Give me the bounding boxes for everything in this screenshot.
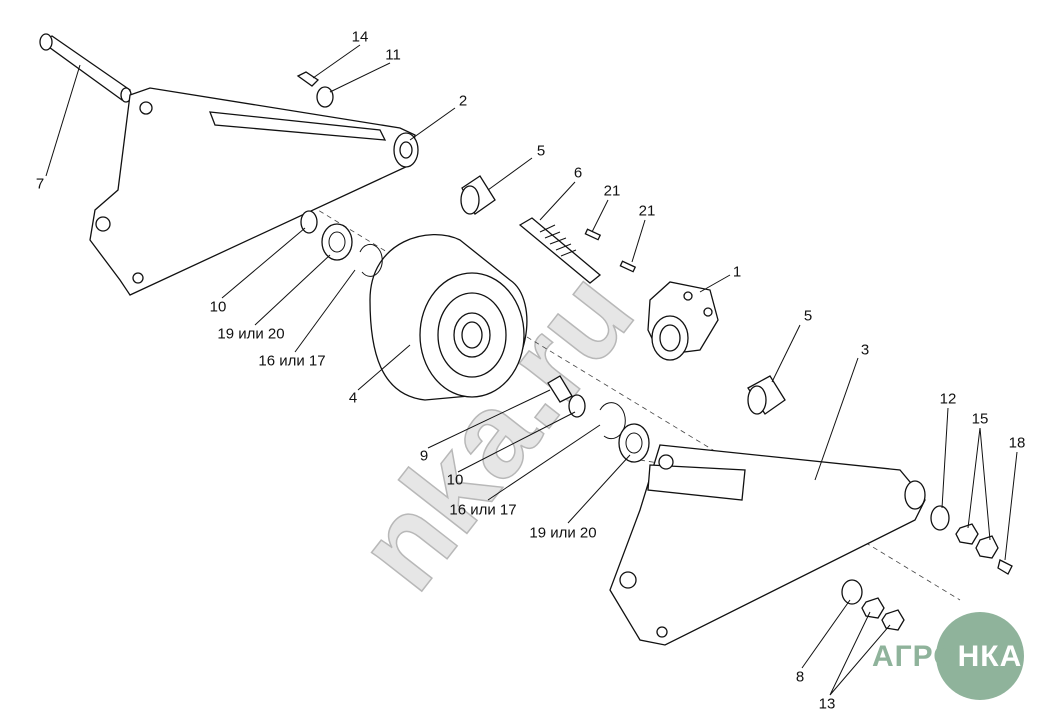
part-2-upper-arm bbox=[89, 87, 419, 296]
part-1-housing bbox=[647, 281, 719, 361]
part-21-key bbox=[584, 228, 602, 241]
part-19-bearing bbox=[321, 223, 353, 261]
part-19-bearing-bore bbox=[328, 231, 346, 253]
label-21: 21 bbox=[603, 182, 621, 200]
label-5: 5 bbox=[536, 142, 546, 160]
agronika-logo-circle bbox=[936, 612, 1024, 700]
part-16-circlip-lower bbox=[599, 402, 626, 440]
logo-text-left: АГРО bbox=[872, 640, 958, 673]
label-2: 2 bbox=[458, 92, 468, 110]
label-14: 14 bbox=[351, 28, 369, 46]
label-15: 15 bbox=[971, 410, 989, 428]
part-13-nut bbox=[881, 609, 905, 631]
label-10: 10 bbox=[446, 471, 464, 489]
label-7: 7 bbox=[35, 175, 45, 193]
part-11-washer bbox=[316, 86, 334, 108]
part-9-spacer bbox=[547, 375, 573, 403]
part-7-pin bbox=[39, 33, 132, 103]
part-14-bolt bbox=[296, 71, 320, 87]
label-18: 18 bbox=[1008, 434, 1026, 452]
part-5-bushing-lower bbox=[747, 375, 786, 415]
agronika-logo: АГРОНКА bbox=[872, 640, 1022, 674]
leader-lines bbox=[45, 44, 1018, 696]
part-10-ring bbox=[300, 210, 318, 234]
part-12-washer bbox=[930, 505, 950, 531]
label-6: 6 bbox=[573, 164, 583, 182]
label-3: 3 bbox=[860, 341, 870, 359]
part-13-nut bbox=[861, 597, 885, 619]
part-6-shaft bbox=[518, 217, 602, 284]
part-19-bearing-lower-bore bbox=[625, 432, 643, 454]
part-15-nut bbox=[975, 535, 999, 559]
part-15-nut bbox=[955, 523, 979, 545]
part-18-grease-fitting bbox=[997, 559, 1013, 575]
part-21-key bbox=[619, 260, 637, 273]
label-19-or-20: 19 или 20 bbox=[529, 524, 597, 542]
part-16-circlip bbox=[359, 243, 383, 277]
label-21: 21 bbox=[638, 202, 656, 220]
label-9: 9 bbox=[419, 447, 429, 465]
part-10-ring-lower bbox=[568, 394, 586, 418]
label-12: 12 bbox=[939, 390, 957, 408]
label-5: 5 bbox=[803, 307, 813, 325]
part-8-washer bbox=[841, 579, 863, 605]
label-13: 13 bbox=[818, 695, 836, 713]
label-10: 10 bbox=[209, 298, 227, 316]
label-11: 11 bbox=[385, 46, 401, 64]
label-19-or-20: 19 или 20 bbox=[217, 325, 285, 343]
label-1: 1 bbox=[732, 263, 742, 281]
label-16-or-17: 16 или 17 bbox=[258, 352, 326, 370]
part-3-lower-arm bbox=[609, 444, 926, 646]
logo-text-right: НКА bbox=[957, 640, 1023, 673]
part-4-roller bbox=[369, 233, 528, 401]
part-19-bearing-lower bbox=[618, 423, 650, 463]
label-8: 8 bbox=[795, 668, 805, 686]
label-4: 4 bbox=[348, 389, 358, 407]
part-5-bushing-upper bbox=[460, 175, 496, 215]
label-16-or-17: 16 или 17 bbox=[449, 501, 517, 519]
